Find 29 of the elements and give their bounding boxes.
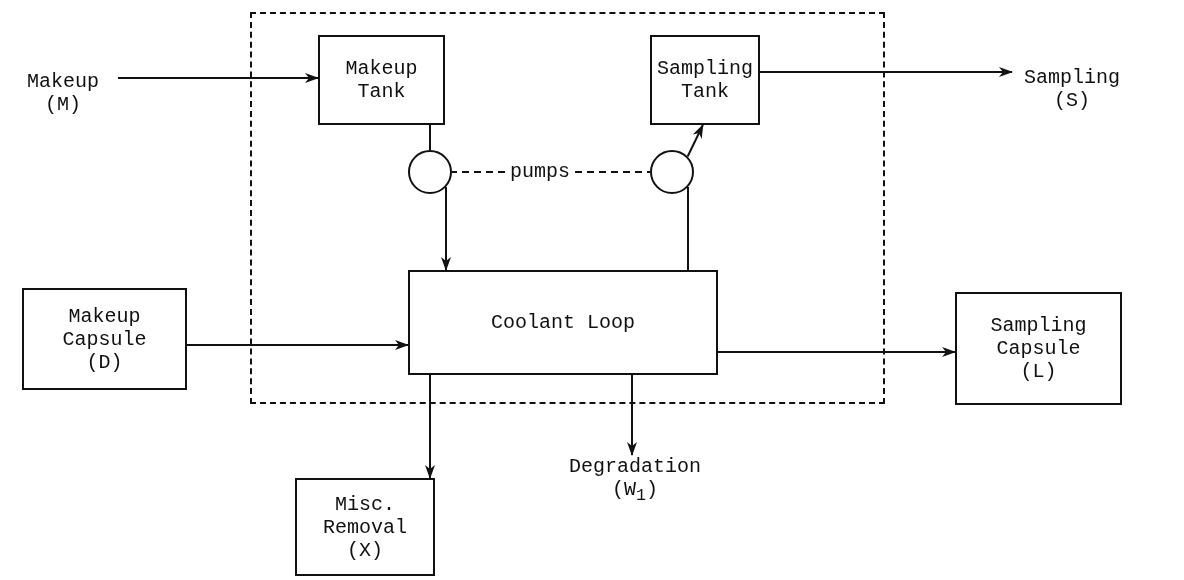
arrow xyxy=(117,73,319,83)
leader-line xyxy=(451,171,506,173)
box-label: Coolant Loop xyxy=(491,311,635,334)
pump-circle xyxy=(408,150,452,194)
leader-line xyxy=(574,171,651,173)
box-label: Sampling Tank xyxy=(656,57,754,103)
arrow xyxy=(717,347,956,357)
pump-circle xyxy=(650,150,694,194)
process-box xyxy=(408,270,718,375)
box-label: Sampling Capsule (L) xyxy=(989,314,1088,383)
arrow xyxy=(186,340,409,350)
text-label: Makeup (M) xyxy=(8,70,118,122)
process-box xyxy=(295,478,435,576)
text-label: pumps xyxy=(505,160,575,184)
system-boundary xyxy=(250,12,885,404)
box-label: Makeup Capsule (D) xyxy=(61,304,148,374)
text-label: Degradation (W$_{1}$) xyxy=(545,455,725,511)
process-box xyxy=(22,288,187,390)
arrow xyxy=(425,374,435,479)
process-box xyxy=(318,35,445,125)
arrow xyxy=(627,374,637,456)
arrow xyxy=(686,124,704,158)
process-box xyxy=(955,292,1122,405)
arrow xyxy=(759,67,1013,77)
box-label: Misc. Removal (X) xyxy=(322,492,408,562)
process-box xyxy=(650,35,760,125)
arrow xyxy=(441,186,451,271)
box-label: Makeup Tank xyxy=(344,57,419,103)
text-label: Sampling (S) xyxy=(1012,66,1132,118)
